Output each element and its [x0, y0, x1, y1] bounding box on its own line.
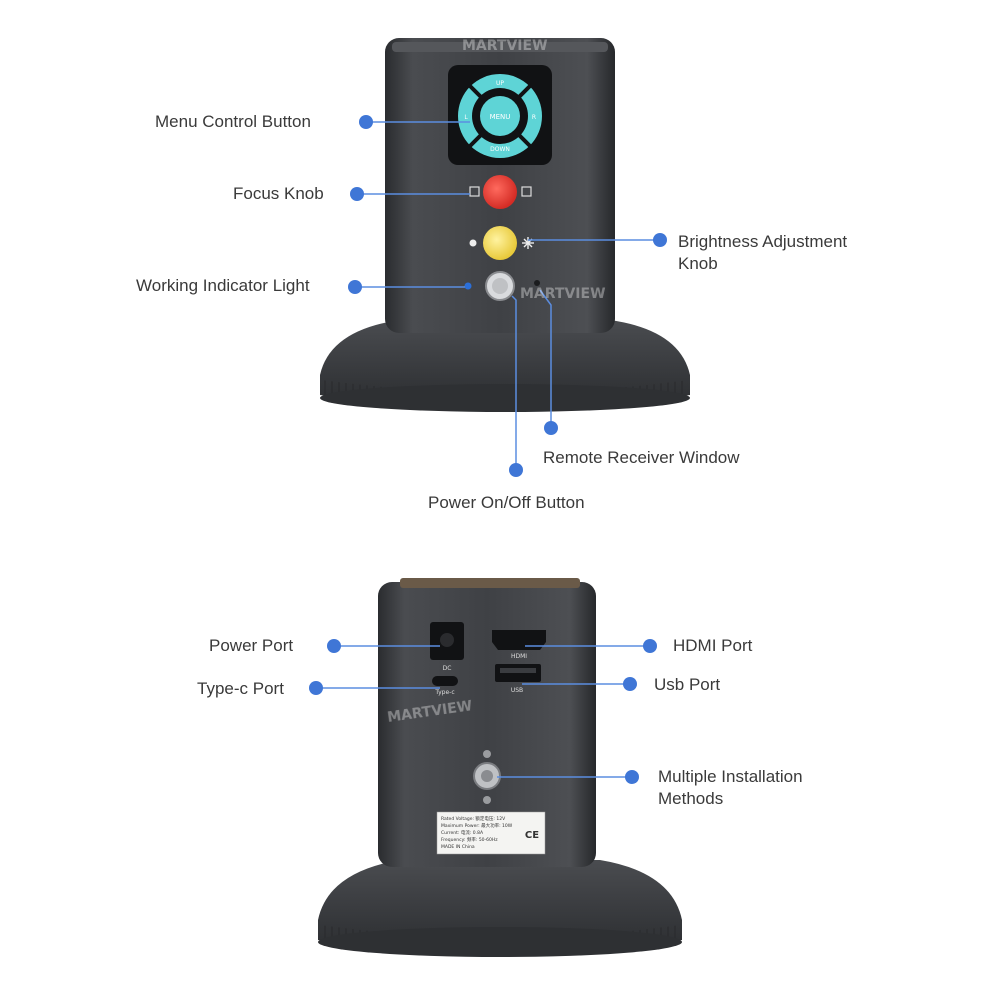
hdmi-port-label: HDMI — [511, 653, 527, 660]
working-indicator-light — [464, 282, 472, 290]
callout-dot-hdmi — [643, 639, 657, 653]
remote-receiver-window — [534, 280, 540, 286]
callout-dot-typec — [309, 681, 323, 695]
label-power-on-off-button: Power On/Off Button — [428, 493, 585, 512]
focus-knob[interactable] — [483, 175, 517, 209]
back-device: DC Type-c HDMI USB Rated Voltage: 额定电压: … — [318, 578, 682, 957]
spec-line-4: Frequency: 频率: 50-60Hz — [441, 836, 498, 843]
callout-dot-indicator — [348, 280, 362, 294]
typec-port — [432, 676, 458, 686]
focus-near-icon — [469, 186, 480, 197]
dpad-right-label: R — [532, 114, 536, 121]
dpad-menu-label: MENU — [490, 113, 511, 121]
hdmi-port — [492, 630, 546, 650]
brightness-knob[interactable] — [483, 226, 517, 260]
callout-dot-brightness — [653, 233, 667, 247]
front-device: MENU UP DOWN L R — [320, 38, 690, 412]
brightness-low-icon — [469, 239, 477, 247]
spec-line-5: MADE IN China — [441, 844, 475, 850]
label-type-c-port: Type-c Port — [197, 679, 284, 698]
dc-port-label: DC — [443, 665, 452, 672]
spec-line-1: Rated Voltage: 额定电压: 12V — [441, 815, 506, 822]
label-multiple-installation-methods: Multiple Installation Methods — [658, 767, 803, 808]
callout-dot-focus — [350, 187, 364, 201]
label-hdmi-port: HDMI Port — [673, 636, 753, 655]
callout-dot-remote — [544, 421, 558, 435]
callout-dot-install — [625, 770, 639, 784]
back-callouts — [316, 645, 650, 778]
spec-line-3: Current: 电流: 0.8A — [441, 829, 484, 836]
callout-dot-usb — [623, 677, 637, 691]
menu-control-dpad[interactable]: MENU UP DOWN L R — [458, 74, 542, 158]
label-menu-control-button: Menu Control Button — [155, 112, 311, 131]
dpad-down-label: DOWN — [490, 146, 510, 153]
dpad-up-label: UP — [496, 80, 504, 87]
focus-far-icon — [521, 186, 532, 197]
spec-line-2: Maximum Power: 最大功率: 10W — [441, 822, 513, 829]
label-remote-receiver-window: Remote Receiver Window — [543, 448, 740, 467]
label-focus-knob: Focus Knob — [233, 184, 324, 203]
dpad-left-label: L — [464, 114, 468, 121]
label-usb-port: Usb Port — [654, 675, 721, 694]
watermark-2: MARTVIEW — [520, 286, 606, 302]
label-working-indicator-light: Working Indicator Light — [136, 276, 310, 295]
label-brightness-adjustment-knob: Brightness Adjustment Knob — [678, 232, 848, 273]
callout-dot-power-port — [327, 639, 341, 653]
callout-dot-menu — [359, 115, 373, 129]
label-power-port: Power Port — [209, 636, 294, 655]
mount-screw-bottom — [483, 796, 491, 804]
ce-mark: CE — [525, 830, 539, 841]
spec-label — [436, 811, 546, 855]
usb-port-label: USB — [511, 687, 523, 694]
front-base — [320, 320, 690, 408]
front-callouts — [355, 121, 660, 470]
callout-dot-power — [509, 463, 523, 477]
watermark-1: MARTVIEW — [462, 38, 548, 54]
typec-port-label: Type-c — [434, 689, 454, 696]
mount-screw-top — [483, 750, 491, 758]
